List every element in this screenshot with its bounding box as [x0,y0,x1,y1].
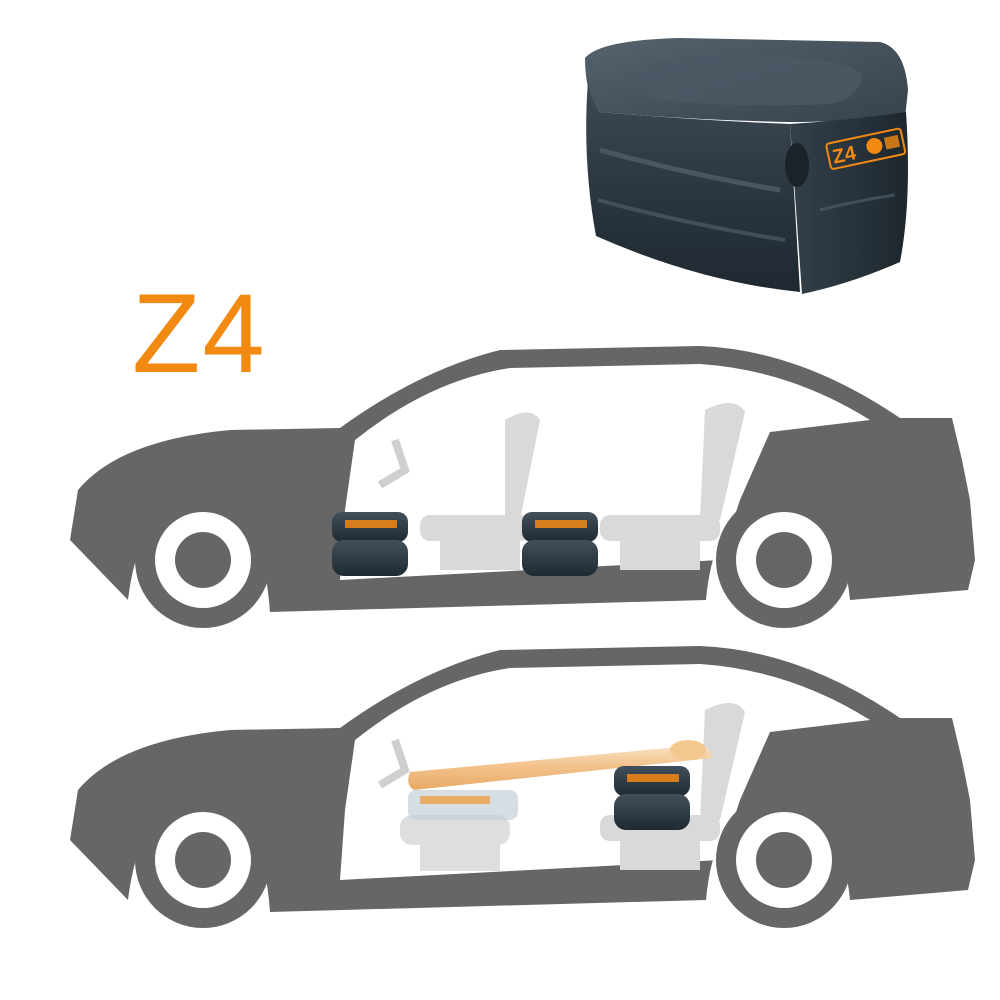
cube-crease [819,193,896,212]
car-top [70,346,975,628]
seat-front-reclined [400,815,510,871]
cushion-front-footwell [332,512,408,576]
cube-valve [785,143,809,187]
extended-cushion-board [408,740,712,790]
cushion-front-base [408,790,518,820]
seat-rear [600,402,745,570]
cube-crease [599,147,781,193]
cube-top-pillow [639,55,862,106]
cube-crease [597,198,786,242]
model-label: Z4 [132,271,267,396]
product-photo: Z4 [585,38,908,294]
steering-wheel [377,438,410,489]
product-logo-text: Z4 [831,142,859,169]
cube-front-face [586,80,800,292]
product-logo: Z4 [825,127,907,170]
seat-front [420,412,540,570]
cushion-rear-footwell [614,766,690,830]
car-bottom [70,646,975,928]
cushion-rear-footwell [522,512,598,576]
steering-wheel [377,738,410,789]
